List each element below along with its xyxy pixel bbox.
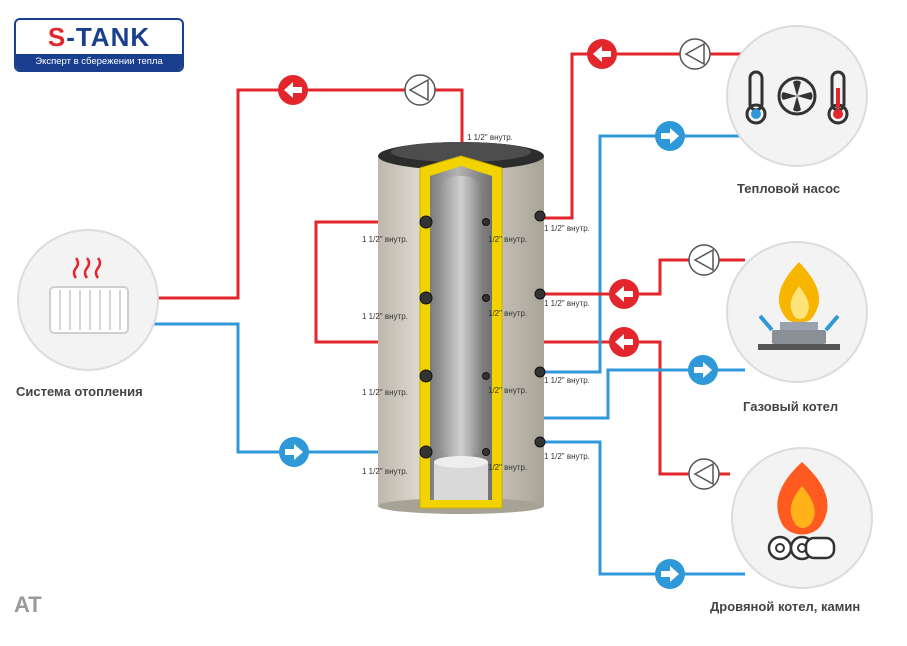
flow-arrow-icon — [688, 355, 718, 385]
wood-fire-icon — [767, 462, 836, 561]
port-left-3 — [419, 369, 433, 383]
flow-arrows — [278, 39, 718, 589]
flow-arrow-icon — [655, 121, 685, 151]
wood-boiler-device — [731, 447, 873, 589]
port-mid-2 — [482, 294, 490, 302]
port-mid-4 — [482, 448, 490, 456]
flow-arrow-icon — [279, 437, 309, 467]
port-right-4 — [534, 436, 546, 448]
brand-logo: S-TANK Эксперт в сбережении тепла — [14, 18, 184, 72]
buffer-tank — [378, 142, 544, 514]
port-label-left-2: 1 1/2" внутр. — [362, 312, 408, 321]
pump-icon — [688, 244, 720, 276]
flow-arrow-icon — [278, 75, 308, 105]
heatpump-supply-pipe — [544, 52, 745, 220]
flow-arrow-icon — [587, 39, 617, 69]
wood-return-pipe — [544, 440, 745, 576]
port-label-right-2: 1 1/2" внутр. — [544, 299, 590, 308]
port-label-mid-3: 1/2" внутр. — [488, 386, 528, 395]
port-label-left-4: 1 1/2" внутр. — [362, 467, 408, 476]
brand-tagline: Эксперт в сбережении тепла — [16, 54, 182, 70]
port-mid-1 — [482, 218, 490, 226]
heat-pump-device — [726, 25, 868, 167]
pump-icon — [679, 38, 711, 70]
port-right-1 — [534, 210, 546, 222]
port-label-mid-4: 1/2" внутр. — [488, 463, 528, 472]
gas-flame-icon — [758, 262, 840, 350]
model-label: AT — [14, 592, 42, 617]
port-mid-3 — [482, 372, 490, 380]
port-label-left-1: 1 1/2" внутр. — [362, 235, 408, 244]
flow-arrow-icon — [609, 327, 639, 357]
port-label-left-3: 1 1/2" внутр. — [362, 388, 408, 397]
brand-name: S-TANK — [47, 22, 151, 52]
pump-icon — [688, 458, 720, 490]
radiator-icon — [49, 257, 129, 334]
gas-boiler-label: Газовый котел — [743, 399, 839, 414]
heat-pump-icon — [745, 70, 849, 125]
heat-pump-label: Тепловой насос — [737, 181, 841, 196]
pumps — [404, 38, 720, 490]
port-left-2 — [419, 291, 433, 305]
heating-return-pipe — [132, 322, 420, 454]
port-left-4 — [419, 445, 433, 459]
gas-boiler-device — [726, 241, 868, 383]
pump-icon — [404, 74, 436, 106]
heating-system-device — [17, 229, 159, 371]
wood-boiler-label: Дровяной котел, камин — [710, 599, 861, 614]
port-right-3 — [534, 366, 546, 378]
port-label-right-4: 1 1/2" внутр. — [544, 452, 590, 461]
port-label-right-3: 1 1/2" внутр. — [544, 376, 590, 385]
port-label-mid-2: 1/2" внутр. — [488, 309, 528, 318]
heating-supply-pipe — [132, 88, 464, 300]
tank-ports — [419, 210, 546, 459]
port-left-1 — [419, 215, 433, 229]
port-label-mid-1: 1/2" внутр. — [488, 235, 528, 244]
heating-system-label: Система отопления — [16, 384, 143, 399]
port-label-right-1: 1 1/2" внутр. — [544, 224, 590, 233]
flow-arrow-icon — [655, 559, 685, 589]
port-right-2 — [534, 288, 546, 300]
flow-arrow-icon — [609, 279, 639, 309]
port-label-top: 1 1/2" внутр. — [467, 133, 513, 142]
